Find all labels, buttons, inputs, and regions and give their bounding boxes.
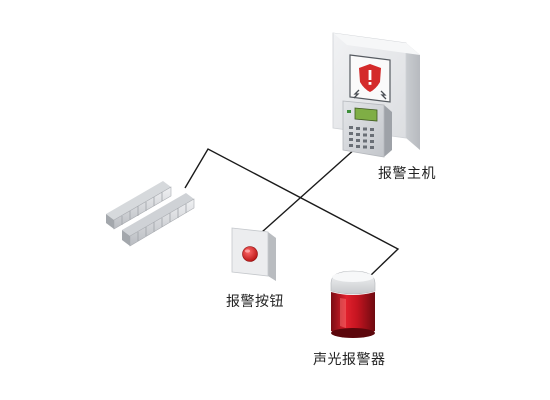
beam-detector-bar-front	[122, 193, 195, 247]
siren-label: 声光报警器	[313, 352, 386, 368]
siren-dome	[331, 292, 375, 336]
button-highlight	[244, 249, 251, 253]
alarm-signal-icon	[353, 89, 387, 100]
siren-device	[330, 270, 376, 338]
button-box-side	[268, 232, 276, 281]
alarm-button-label: 报警按钮	[226, 294, 284, 310]
host-keypad-keys	[349, 126, 374, 149]
wiring	[184, 147, 400, 277]
host-keypad-side	[384, 105, 392, 157]
beam-detector-device	[106, 181, 195, 247]
host-keypad-lcd	[354, 107, 378, 122]
siren-cap-top	[332, 272, 374, 282]
alarm-button-red	[242, 246, 258, 262]
host-panel-top	[333, 33, 420, 55]
alarm-button-device	[231, 227, 276, 281]
shield-icon	[359, 64, 381, 92]
siren-dome-highlight	[340, 298, 346, 328]
wire-host-to-button	[261, 147, 357, 233]
host-keypad-led	[347, 110, 351, 113]
beam-detector-bar-back	[106, 181, 172, 230]
alarm-host-label: 报警主机	[378, 166, 436, 182]
wire-detector-to-siren	[184, 148, 400, 277]
siren-base	[331, 328, 375, 338]
alarm-host-device	[332, 32, 420, 158]
host-panel-side	[406, 43, 420, 150]
